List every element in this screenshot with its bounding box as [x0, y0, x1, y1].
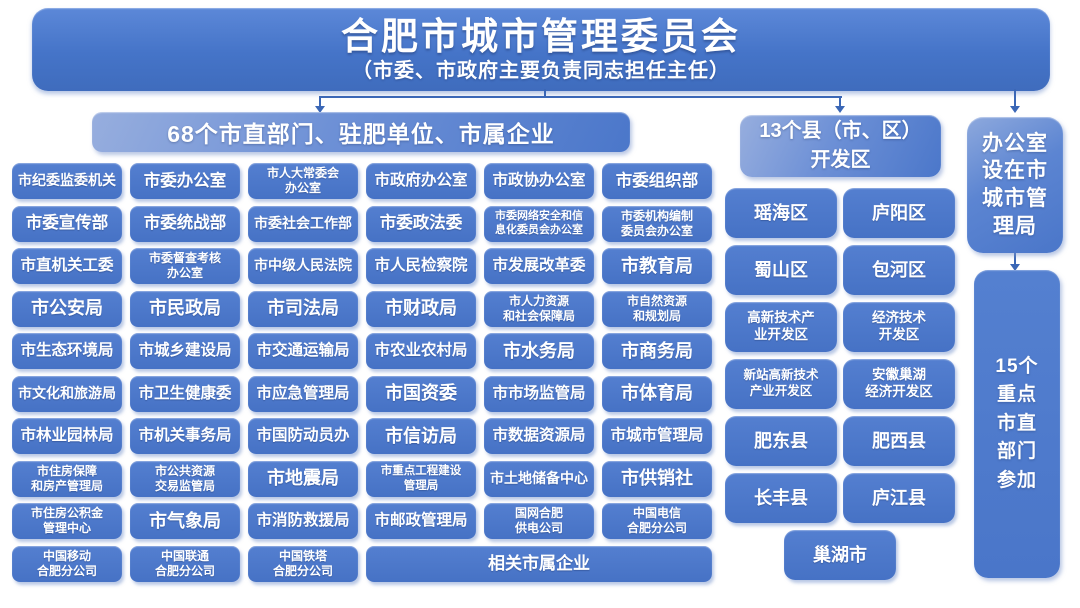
district-box: 包河区 — [843, 245, 955, 295]
department-box: 相关市属企业 — [366, 545, 712, 582]
department-box: 中国移动 合肥分公司 — [12, 545, 122, 582]
counties-grid: 瑶海区庐阳区蜀山区包河区高新技术产 业开发区经济技术 开发区新站高新技术 产业开… — [725, 188, 955, 580]
connector-horizontal-line — [319, 96, 842, 98]
department-box: 市交通运输局 — [248, 333, 358, 369]
department-box: 市重点工程建设 管理局 — [366, 460, 476, 497]
arrow-down-office-icon — [1010, 106, 1020, 113]
department-box: 市卫生健康委 — [130, 375, 240, 412]
departments-grid: 市纪委监委机关市委办公室市人大常委会 办公室市政府办公室市政协办公室市委组织部市… — [12, 163, 712, 582]
department-box: 市土地储备中心 — [484, 460, 594, 497]
department-box: 国网合肥 供电公司 — [484, 503, 594, 539]
department-box: 市委宣传部 — [12, 205, 122, 242]
department-box: 市公安局 — [12, 290, 122, 327]
participants-note-box: 15个 重点 市直 部门 参加 — [974, 270, 1060, 578]
connector-right-drop — [839, 96, 841, 107]
department-box: 市数据资源局 — [484, 418, 594, 454]
banner-subtitle: （市委、市政府主要负责同志担任主任） — [352, 59, 730, 82]
department-box: 市消防救援局 — [248, 503, 358, 539]
department-box: 市体育局 — [602, 375, 712, 412]
office-note-box: 办公室 设在市 城市管 理局 — [967, 117, 1063, 253]
connector-left-drop — [319, 96, 321, 107]
department-box: 市委网络安全和信 息化委员会办公室 — [484, 205, 594, 242]
department-box: 市国资委 — [366, 375, 476, 412]
department-box: 市委办公室 — [130, 163, 240, 199]
department-box: 市政协办公室 — [484, 163, 594, 199]
district-box: 经济技术 开发区 — [843, 302, 955, 352]
department-box: 市水务局 — [484, 333, 594, 369]
district-box: 肥西县 — [843, 416, 955, 466]
department-box: 市生态环境局 — [12, 333, 122, 369]
department-box: 市委机构编制 委员会办公室 — [602, 205, 712, 242]
department-box: 市自然资源 和规划局 — [602, 290, 712, 327]
department-box: 市供销社 — [602, 460, 712, 497]
department-box: 中国铁塔 合肥分公司 — [248, 545, 358, 582]
department-box: 市城乡建设局 — [130, 333, 240, 369]
department-box: 市文化和旅游局 — [12, 375, 122, 412]
department-box: 市委督查考核 办公室 — [130, 248, 240, 284]
department-box: 市委政法委 — [366, 205, 476, 242]
banner-title: 合肥市城市管理委员会 — [341, 16, 741, 58]
department-box: 市国防动员办 — [248, 418, 358, 454]
district-box: 瑶海区 — [725, 188, 837, 238]
department-box: 市邮政管理局 — [366, 503, 476, 539]
department-box: 中国电信 合肥分公司 — [602, 503, 712, 539]
counties-header: 13个县（市、区） 开发区 — [740, 115, 941, 177]
department-box: 市农业农村局 — [366, 333, 476, 369]
arrow-down-participants-icon — [1010, 264, 1020, 271]
departments-header: 68个市直部门、驻肥单位、市属企业 — [92, 112, 630, 152]
district-box-chaohu: 巢湖市 — [784, 530, 896, 580]
district-box: 蜀山区 — [725, 245, 837, 295]
department-box: 市气象局 — [130, 503, 240, 539]
department-box: 市公共资源 交易监管局 — [130, 460, 240, 497]
department-box: 市商务局 — [602, 333, 712, 369]
department-box: 市人大常委会 办公室 — [248, 163, 358, 199]
committee-banner: 合肥市城市管理委员会 （市委、市政府主要负责同志担任主任） — [32, 8, 1050, 91]
department-box: 市发展改革委 — [484, 248, 594, 284]
district-box: 高新技术产 业开发区 — [725, 302, 837, 352]
department-box: 市机关事务局 — [130, 418, 240, 454]
arrow-down-right-icon — [835, 106, 845, 113]
district-box: 庐阳区 — [843, 188, 955, 238]
district-box: 安徽巢湖 经济开发区 — [843, 359, 955, 409]
department-box: 市委统战部 — [130, 205, 240, 242]
department-box: 市林业园林局 — [12, 418, 122, 454]
department-box: 市信访局 — [366, 418, 476, 454]
department-box: 市地震局 — [248, 460, 358, 497]
department-box: 市住房公积金 管理中心 — [12, 503, 122, 539]
department-box: 市直机关工委 — [12, 248, 122, 284]
connector-office-drop — [1014, 89, 1016, 107]
department-box: 中国联通 合肥分公司 — [130, 545, 240, 582]
department-box: 市人民检察院 — [366, 248, 476, 284]
department-box: 市纪委监委机关 — [12, 163, 122, 199]
arrow-down-left-icon — [315, 106, 325, 113]
department-box: 市司法局 — [248, 290, 358, 327]
connector-office-to-participants — [1014, 252, 1016, 265]
district-box: 新站高新技术 产业开发区 — [725, 359, 837, 409]
department-box: 市政府办公室 — [366, 163, 476, 199]
department-box: 市委组织部 — [602, 163, 712, 199]
district-box: 长丰县 — [725, 473, 837, 523]
department-box: 市教育局 — [602, 248, 712, 284]
department-box: 市财政局 — [366, 290, 476, 327]
department-box: 市市场监管局 — [484, 375, 594, 412]
district-box: 庐江县 — [843, 473, 955, 523]
connector-banner-stub — [544, 89, 546, 98]
department-box: 市人力资源 和社会保障局 — [484, 290, 594, 327]
department-box: 市中级人民法院 — [248, 248, 358, 284]
district-box: 肥东县 — [725, 416, 837, 466]
department-box: 市城市管理局 — [602, 418, 712, 454]
department-box: 市委社会工作部 — [248, 205, 358, 242]
department-box: 市民政局 — [130, 290, 240, 327]
department-box: 市应急管理局 — [248, 375, 358, 412]
department-box: 市住房保障 和房产管理局 — [12, 460, 122, 497]
